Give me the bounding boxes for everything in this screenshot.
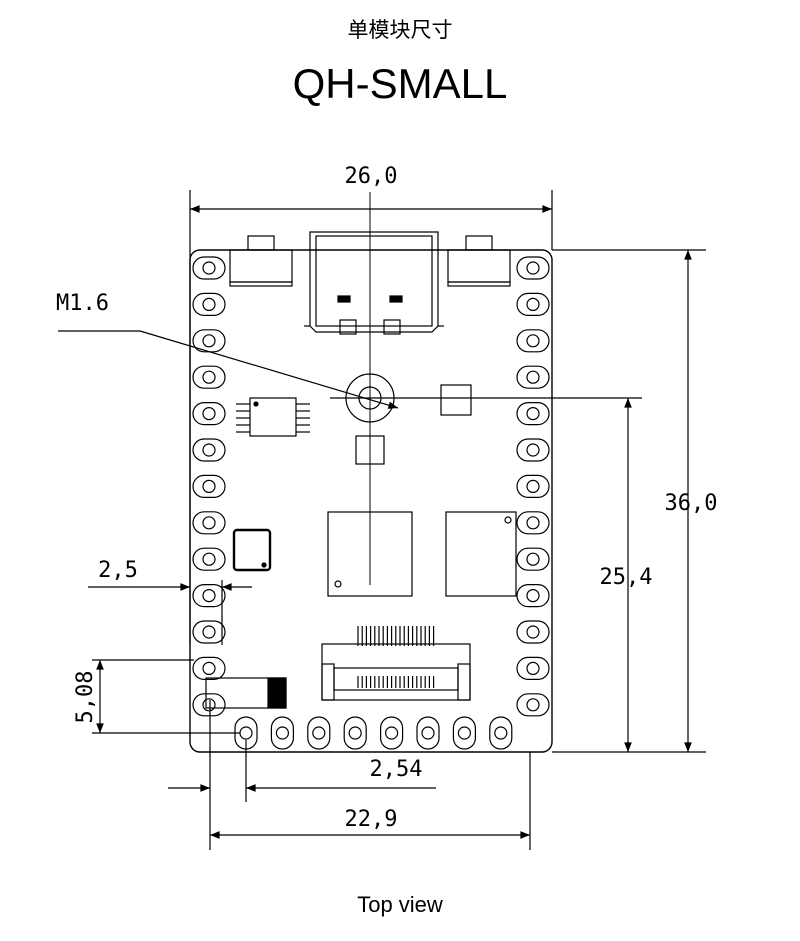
usb-c-connector xyxy=(304,231,444,335)
dim-hole-span-text: 25,4 xyxy=(600,565,653,590)
dim-bottom-span: 22,9 xyxy=(210,752,531,850)
diode xyxy=(205,677,287,709)
bottom-pin-pad xyxy=(489,716,513,750)
dim-board-height-text: 36,0 xyxy=(665,491,718,516)
right-pin-pad xyxy=(516,547,550,571)
left-pin-pad xyxy=(192,547,226,571)
dim-board-height: 36,0 xyxy=(552,249,718,753)
left-pin-pad xyxy=(192,365,226,389)
right-pin-pad xyxy=(516,583,550,608)
bottom-pin-pad xyxy=(343,716,367,750)
soic-chip xyxy=(236,397,310,437)
module-size-title: 单模块尺寸 xyxy=(347,18,453,42)
dim-bottom-span-text: 22,9 xyxy=(345,807,398,832)
view-caption: Top view xyxy=(357,892,443,917)
left-button xyxy=(229,235,293,287)
left-pin-pad xyxy=(192,292,226,316)
left-pin-pad xyxy=(192,474,226,498)
dim-mount-hole: M1.6 xyxy=(56,291,399,409)
bottom-pin-pad xyxy=(307,716,331,750)
model-name: QH-SMALL xyxy=(292,60,508,107)
dim-edge-offset-text: 2,5 xyxy=(98,558,138,583)
left-pin-pad xyxy=(192,402,226,426)
dim-board-width: 26,0 xyxy=(189,164,553,250)
left-pin-pad xyxy=(192,256,226,280)
left-pin-pad xyxy=(192,620,226,644)
left-pin-pad xyxy=(192,656,226,681)
main-chip-right xyxy=(445,511,517,597)
left-pin-pad xyxy=(192,511,226,535)
right-pin-pad xyxy=(516,329,550,353)
right-pin-pad xyxy=(516,656,550,681)
bottom-pin-pad xyxy=(270,716,294,750)
dim-edge-offset: 2,5 xyxy=(88,250,252,645)
right-pin-pad xyxy=(516,438,550,462)
right-pin-pad xyxy=(516,292,550,316)
left-pin-pad xyxy=(192,583,226,608)
right-pin-pad xyxy=(516,256,550,280)
bottom-pin-pad xyxy=(416,716,440,750)
bottom-pin-pad xyxy=(380,716,404,750)
right-button xyxy=(447,235,511,287)
mounting-hole xyxy=(330,373,642,423)
dim-pin-pitch-text: 2,54 xyxy=(370,757,423,782)
left-pin-pad xyxy=(192,693,226,717)
crystal-component xyxy=(232,528,272,572)
right-pin-pad xyxy=(516,693,550,717)
right-pin-pad xyxy=(516,402,550,426)
bottom-pin-pad xyxy=(452,716,476,750)
right-pin-column xyxy=(516,256,550,717)
left-pin-pad xyxy=(192,438,226,462)
left-pin-column xyxy=(192,256,226,717)
right-pin-pad xyxy=(516,474,550,498)
bottom-pin-row xyxy=(234,716,513,750)
fpc-connector xyxy=(321,626,471,701)
right-pin-pad xyxy=(516,620,550,644)
dim-hole-span: 25,4 xyxy=(600,398,653,753)
dim-bottom-offset-text: 5,08 xyxy=(73,671,98,724)
right-pin-pad xyxy=(516,365,550,389)
dim-board-width-text: 26,0 xyxy=(345,164,398,189)
dim-bottom-offset: 5,08 xyxy=(73,659,240,734)
small-component-right xyxy=(440,384,472,416)
right-pin-pad xyxy=(516,511,550,535)
dim-pin-pitch: 2,54 xyxy=(168,700,436,850)
dim-mount-hole-text: M1.6 xyxy=(56,291,109,316)
